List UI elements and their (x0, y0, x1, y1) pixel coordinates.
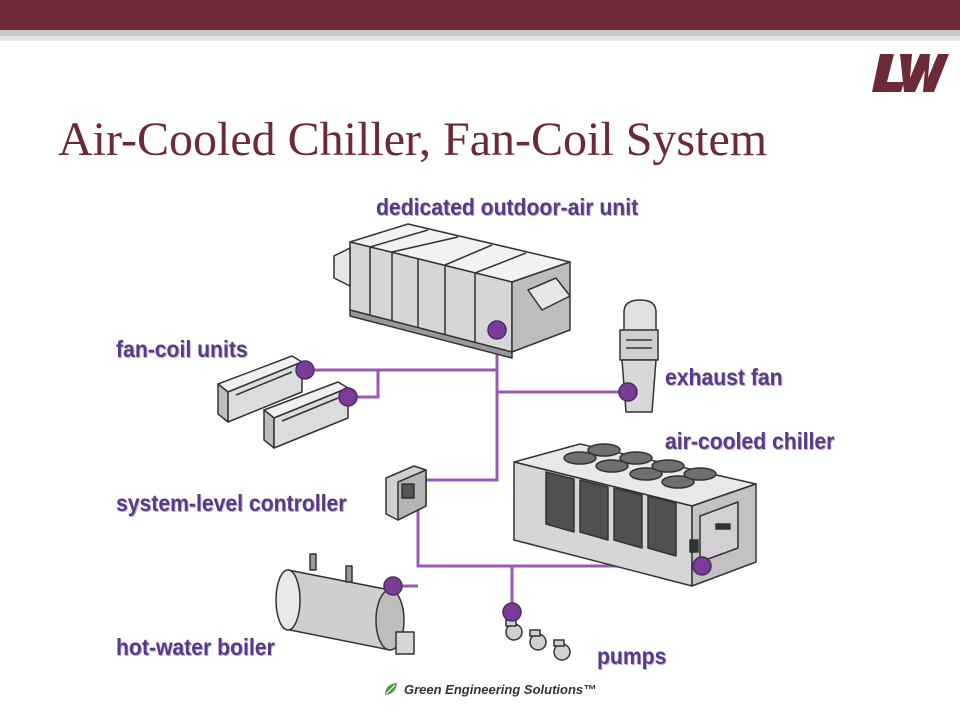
fan-coil-unit-1 (217, 355, 303, 423)
node-fan-coil-2 (338, 387, 358, 407)
footer-text: Green Engineering Solutions™ (404, 681, 597, 697)
connection-nodes (295, 320, 712, 622)
top-stripe-light (0, 36, 960, 41)
label-system-controller: system-level controller (116, 490, 347, 516)
outdoor-air-unit (333, 223, 571, 359)
hot-water-boiler (275, 553, 415, 655)
node-boiler (383, 576, 403, 596)
pump-set (505, 619, 571, 661)
controller-device (385, 465, 427, 521)
node-chiller (692, 556, 712, 576)
slide-title: Air-Cooled Chiller, Fan-Coil System (58, 113, 768, 166)
node-outdoor-air-unit (487, 320, 507, 340)
top-stripe (0, 30, 960, 36)
label-outdoor-air-unit: dedicated outdoor-air unit (376, 194, 639, 220)
label-pumps: pumps (597, 643, 667, 669)
label-hot-water-boiler: hot-water boiler (116, 634, 275, 660)
node-exhaust-fan (618, 382, 638, 402)
lw-logo (872, 54, 949, 92)
label-fan-coil-units: fan-coil units (116, 336, 248, 362)
node-pumps (502, 602, 522, 622)
label-air-cooled-chiller: air-cooled chiller (665, 428, 835, 454)
footer-brand: Green Engineering Solutions™ (383, 679, 596, 699)
top-bar (0, 0, 960, 30)
fan-coil-unit-2 (263, 381, 349, 449)
label-exhaust-fan: exhaust fan (665, 364, 783, 390)
green-leaf-icon (385, 683, 397, 695)
node-fan-coil-1 (295, 360, 315, 380)
exhaust-fan (619, 299, 659, 413)
